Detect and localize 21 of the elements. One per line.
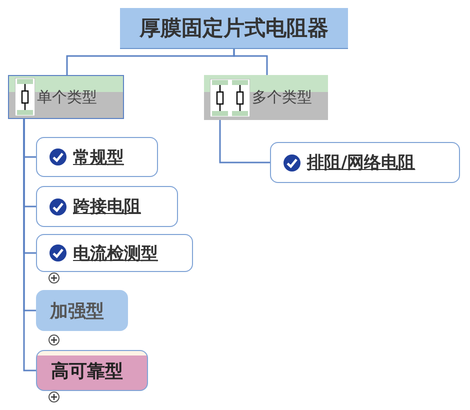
topic-box — [36, 186, 178, 227]
category-label: 多个类型 — [252, 88, 312, 107]
topic-label: 加强型 — [50, 300, 104, 322]
topic-label: 电流检测型 — [73, 242, 158, 264]
connector-line — [219, 120, 270, 164]
topic-box — [36, 234, 193, 272]
topic-label: 常规型 — [73, 146, 124, 168]
topic-box — [36, 290, 128, 331]
topic-label: 高可靠型 — [51, 360, 123, 382]
topic-box — [36, 137, 158, 177]
topic-label: 跨接电阻 — [73, 196, 141, 218]
connector-line — [233, 49, 268, 75]
title-box — [120, 8, 348, 49]
connector-line — [23, 119, 36, 372]
title-text: 厚膜固定片式电阻器 — [140, 15, 328, 42]
topic-box — [36, 350, 148, 391]
category-box — [8, 75, 124, 119]
category-box — [204, 75, 328, 120]
topic-label: 排阻/网络电阻 — [307, 152, 416, 174]
topic-box — [270, 142, 460, 183]
category-label: 单个类型 — [37, 88, 97, 106]
